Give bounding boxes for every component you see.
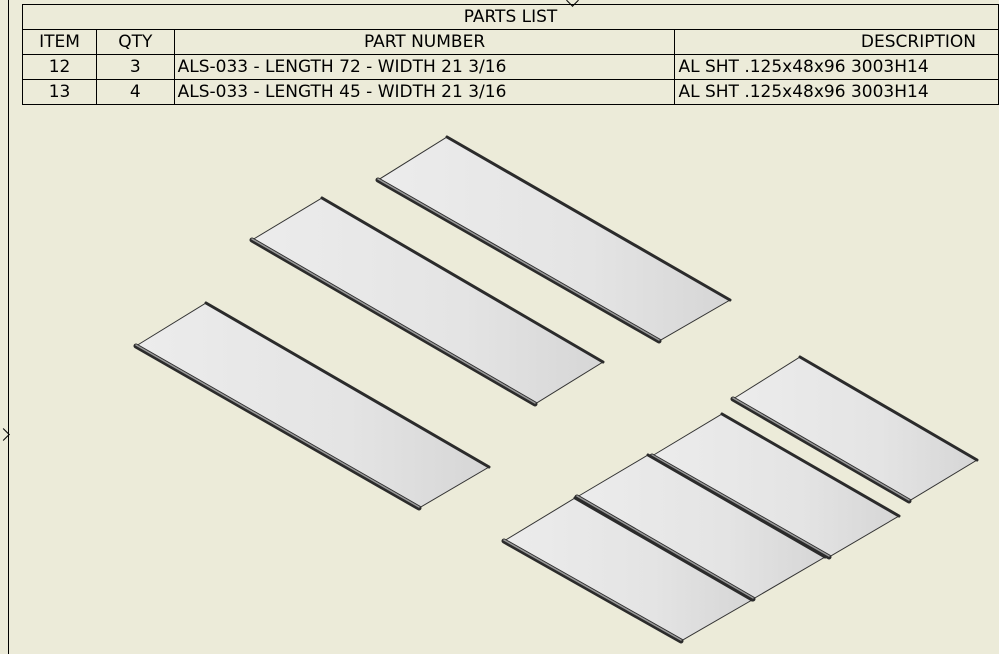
- cell-qty: 3: [96, 54, 175, 80]
- parts-list-table[interactable]: PARTS LIST ITEM QTY PART NUMBER DESCRIPT…: [21, 4, 999, 105]
- panel-rolled-edge-highlight: [732, 397, 910, 501]
- cell-part-number: ALS-033 - LENGTH 45 - WIDTH 21 3/16: [173, 79, 676, 105]
- header-part-number[interactable]: PART NUMBER: [173, 29, 676, 55]
- panel-rolled-edge-highlight: [503, 539, 682, 641]
- sheet-panel: [501, 496, 754, 644]
- panel-rolled-edge: [249, 237, 538, 407]
- panel-back-edge: [798, 355, 979, 462]
- header-qty[interactable]: QTY: [96, 29, 175, 55]
- panel-rolled-edge-highlight: [651, 454, 830, 557]
- cell-part-number: ALS-033 - LENGTH 72 - WIDTH 21 3/16: [173, 54, 676, 80]
- panel-back-edge: [573, 496, 754, 602]
- panel-rolled-edge-highlight: [251, 238, 536, 404]
- sheet-border-left: [8, 0, 9, 654]
- cell-description: AL SHT .125x48x96 3003H14: [674, 79, 999, 105]
- panel-rolled-edge: [501, 538, 684, 644]
- parts-list-header-row: ITEM QTY PART NUMBER DESCRIPTION: [21, 29, 999, 55]
- header-description[interactable]: DESCRIPTION: [674, 29, 999, 55]
- header-item[interactable]: ITEM: [21, 29, 98, 55]
- cell-description: AL SHT .125x48x96 3003H14: [674, 54, 999, 80]
- sheet-panel: [133, 301, 491, 511]
- table-row[interactable]: 12 3 ALS-033 - LENGTH 72 - WIDTH 21 3/16…: [21, 54, 999, 80]
- panel-rolled-edge-highlight: [135, 344, 420, 508]
- panel-back-edge: [320, 196, 605, 364]
- table-row[interactable]: 13 4 ALS-033 - LENGTH 45 - WIDTH 21 3/16…: [21, 79, 999, 105]
- sheet-panel: [730, 355, 979, 504]
- panel-back-edge: [204, 301, 491, 469]
- sheet-panel: [375, 135, 732, 344]
- panel-back-edge: [646, 453, 827, 559]
- panel-rolled-edge: [133, 343, 422, 511]
- panel-back-edge: [720, 412, 901, 518]
- panel-rolled-edge: [375, 177, 662, 344]
- sheet-panel: [249, 196, 605, 407]
- panel-rolled-edge: [730, 396, 912, 504]
- panel-rolled-edge-highlight: [377, 178, 660, 341]
- cell-item: 12: [21, 54, 98, 80]
- cell-item: 13: [21, 79, 98, 105]
- panel-back-edge: [445, 135, 732, 302]
- cell-qty: 4: [96, 79, 175, 105]
- panel-rolled-edge-highlight: [576, 495, 754, 599]
